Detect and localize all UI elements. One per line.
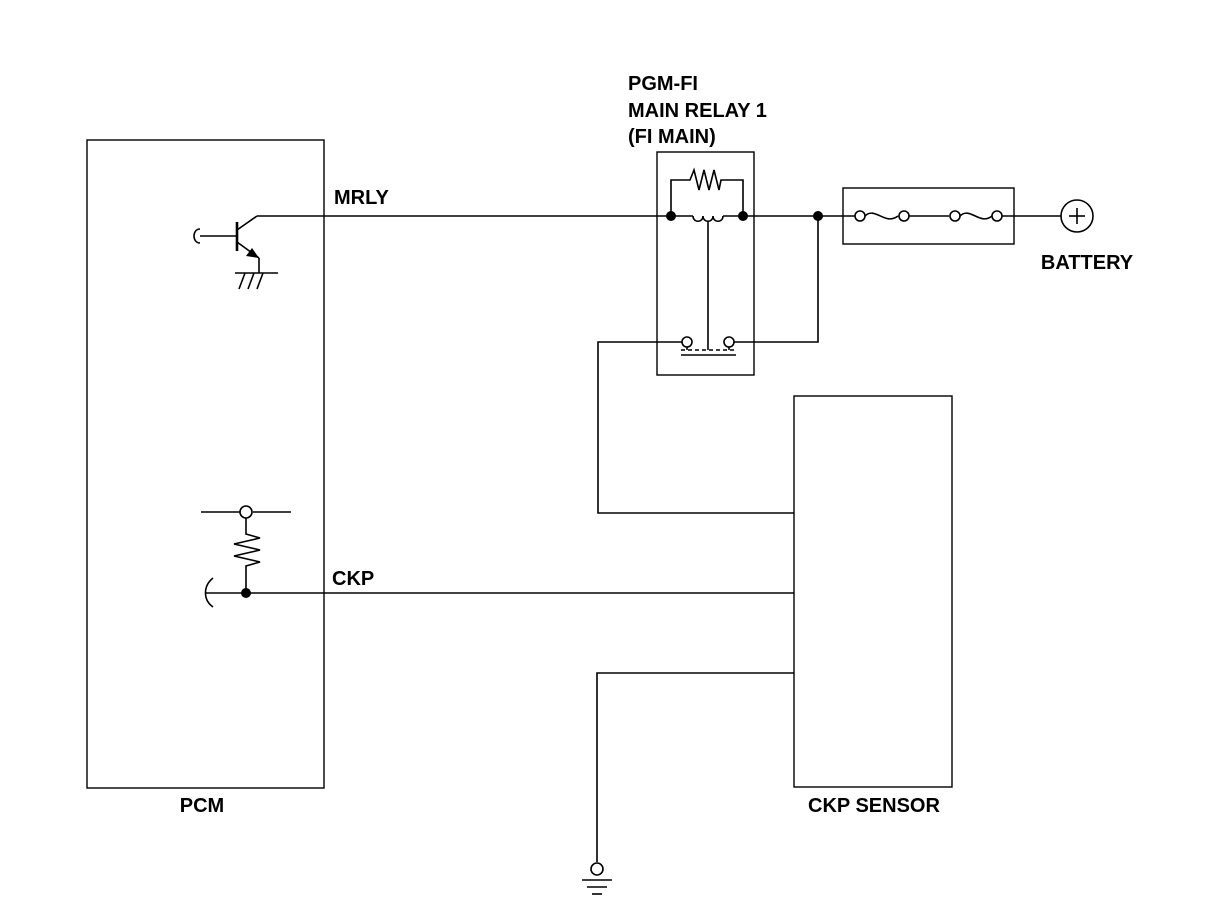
- ground-icon: [582, 862, 612, 895]
- relay-title-line3: (FI MAIN): [628, 126, 716, 148]
- relay-box: [656, 151, 755, 376]
- pcm-transistor-symbol: [193, 215, 278, 290]
- battery-terminal: [1060, 199, 1094, 233]
- relay-output-wire: [597, 341, 794, 514]
- mrly-label: MRLY: [334, 187, 389, 209]
- ckp-sensor-label: CKP SENSOR: [808, 795, 940, 817]
- battery-label: BATTERY: [1041, 252, 1134, 274]
- fuse-block: [842, 187, 1061, 245]
- relay-title-line1: PGM-FI: [628, 73, 698, 95]
- relay-coil-symbol: [666, 211, 748, 223]
- ckp-sensor-box: [793, 395, 953, 788]
- relay-parallel-resistor: [670, 167, 744, 216]
- main-relay: PGM-FI MAIN RELAY 1 (FI MAIN): [628, 73, 767, 376]
- relay-contact-feed-wire: [734, 216, 819, 343]
- relay-title-line2: MAIN RELAY 1: [628, 100, 767, 122]
- pcm-unit: PCM: [86, 139, 325, 817]
- ground-wire: [596, 672, 794, 862]
- pcm-box: [86, 139, 325, 789]
- pcm-pullup-resistor-symbol: [201, 505, 291, 608]
- pcm-label: PCM: [180, 795, 224, 817]
- ckp-label: CKP: [332, 568, 374, 590]
